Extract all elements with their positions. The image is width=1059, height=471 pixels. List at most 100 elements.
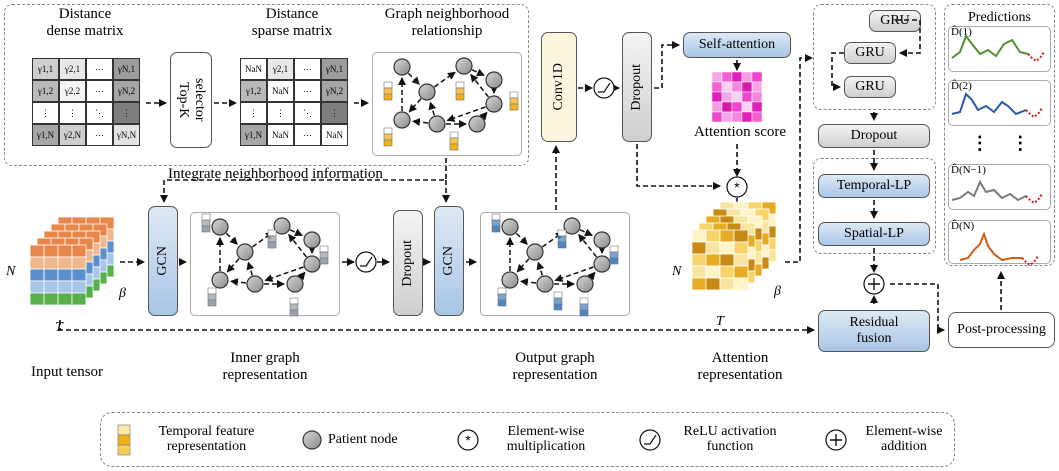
feature-cell xyxy=(579,303,589,311)
feature-cell xyxy=(267,229,277,237)
matrix-cell: NaN xyxy=(321,124,348,146)
attention-score-cell xyxy=(711,81,723,93)
matrix-cell: ⋯ xyxy=(86,58,113,80)
patient-node xyxy=(501,271,519,289)
axis-t-input: T xyxy=(55,320,63,335)
attention-score-cell xyxy=(741,101,753,113)
prediction-label-4: D̂(N) xyxy=(951,220,975,232)
attention-tensor-cell xyxy=(733,241,749,255)
caption-inner-graph: Inner graph representation xyxy=(222,350,308,383)
attention-score-cell xyxy=(721,91,733,103)
feature-cell xyxy=(509,91,519,99)
legend-feature-icon xyxy=(117,444,131,456)
feature-cell xyxy=(609,257,619,265)
matrix-cell: ⋯ xyxy=(294,80,321,102)
feature-cell xyxy=(557,229,567,237)
attention-tensor-cell xyxy=(719,229,735,243)
attention-score-label: Attention score xyxy=(693,124,787,140)
graph-relationship-title: Graph neighborhood relationship xyxy=(384,6,510,39)
patient-node xyxy=(563,217,581,235)
feature-cell xyxy=(609,245,619,253)
input-tensor-cell xyxy=(29,280,45,294)
input-tensor-cell xyxy=(43,244,59,258)
matrix-cell: γN,1 xyxy=(321,58,348,80)
input-tensor-cell xyxy=(29,268,45,282)
patient-node xyxy=(455,57,473,75)
feature-cell xyxy=(509,103,519,111)
feature-cell xyxy=(455,93,465,101)
relu-icon-middle xyxy=(355,251,377,273)
attention-tensor-cell xyxy=(691,265,707,279)
inner-edge xyxy=(251,231,274,248)
relu-icon-top-glyph xyxy=(598,82,611,93)
feature-cell xyxy=(383,87,393,95)
arrow-input-to-residual xyxy=(59,320,815,334)
attention-score-cell xyxy=(751,91,763,103)
feature-cell xyxy=(319,257,329,265)
matrix-cell: ⋯ xyxy=(294,58,321,80)
feature-cell xyxy=(609,251,619,259)
attention-tensor-cell xyxy=(705,241,721,255)
input-tensor-cell xyxy=(57,280,73,294)
relu-icon-top xyxy=(593,77,615,99)
caption-output-graph: Output graph representation xyxy=(512,350,598,383)
patient-node xyxy=(468,115,486,133)
attention-score-cell xyxy=(751,101,763,113)
input-tensor-cell xyxy=(43,292,59,306)
predictions-title: Predictions xyxy=(968,10,1031,25)
matrix-cell: ⋮ xyxy=(240,102,267,124)
input-tensor-cell xyxy=(57,244,73,258)
patient-node xyxy=(536,275,554,293)
feature-cell xyxy=(383,127,393,135)
inner-edge xyxy=(246,261,255,276)
attention-score-cell xyxy=(731,91,743,103)
feature-cell xyxy=(319,251,329,259)
attention-score-cell xyxy=(751,111,763,123)
prediction-curve-3 xyxy=(951,179,1027,202)
attention-tensor-cell xyxy=(719,277,735,291)
feature-cell xyxy=(207,287,217,295)
matrix-cell: ⋮ xyxy=(321,102,348,124)
dropout-block-middle: Dropout xyxy=(393,210,423,316)
input-tensor-cell xyxy=(43,268,59,282)
patient-node xyxy=(286,275,304,293)
attention-score-cell xyxy=(711,111,723,123)
feature-cell xyxy=(497,299,507,307)
attention-score-cell xyxy=(751,71,763,83)
attention-tensor-cell xyxy=(691,229,707,243)
inner-edge xyxy=(264,266,304,282)
patient-node xyxy=(303,231,321,249)
matrix-cell: γ2,N xyxy=(59,124,86,146)
feature-cell xyxy=(319,245,329,253)
feature-cell xyxy=(383,93,393,101)
prediction-curve-4-forecast xyxy=(1021,255,1039,267)
axis-t-attn: T xyxy=(716,314,724,329)
inner-edge xyxy=(229,278,247,287)
feature-cell xyxy=(491,225,501,233)
matrix-cell: γ1,2 xyxy=(32,80,59,102)
feature-cell xyxy=(553,297,563,305)
relation-edge xyxy=(407,72,420,85)
attention-score-cell xyxy=(731,101,743,113)
temporal-lp-block: Temporal-LP xyxy=(818,174,930,198)
attention-tensor-cell xyxy=(733,277,749,291)
attention-score-cell xyxy=(711,71,723,83)
predictions-region xyxy=(944,4,1055,266)
input-tensor-cell xyxy=(71,292,87,306)
feature-cell xyxy=(449,143,459,151)
patient-node xyxy=(501,218,519,236)
legend-box xyxy=(100,412,955,467)
matrix-cell: γ1,N xyxy=(32,124,59,146)
legend-relu-text: ReLU activation function xyxy=(683,424,777,455)
attention-score-cell xyxy=(731,71,743,83)
patient-node xyxy=(593,231,611,249)
arrow-integrate-to-gcn1 xyxy=(160,158,447,203)
attention-score-cell xyxy=(711,91,723,103)
axis-beta-attn: β xyxy=(774,284,781,299)
feature-cell xyxy=(553,291,563,299)
prediction-panel-4 xyxy=(948,220,1051,264)
feature-cell xyxy=(557,235,567,243)
legend-temporal-text: Temporal feature representation xyxy=(158,424,255,455)
output-edge xyxy=(519,278,537,287)
